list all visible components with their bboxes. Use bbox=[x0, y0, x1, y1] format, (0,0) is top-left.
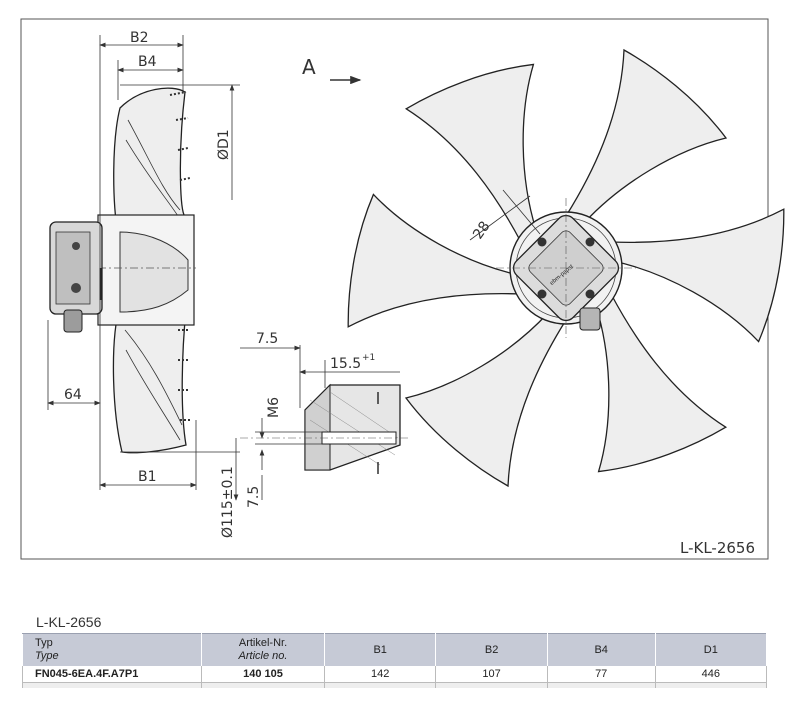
dim-15-5: 15.5 bbox=[330, 356, 361, 372]
header-b4: B4 bbox=[546, 633, 656, 666]
header-type-de: Typ bbox=[35, 637, 53, 649]
cell-article: 140 105 bbox=[201, 666, 325, 683]
dim-7-5-side: 7.5 bbox=[246, 486, 262, 508]
dim-115: Ø115±0.1 bbox=[220, 466, 236, 538]
header-type: Typ Type bbox=[22, 633, 202, 666]
svg-text:A: A bbox=[302, 55, 316, 79]
cell-d1: 446 bbox=[654, 666, 768, 683]
view-arrow: A bbox=[302, 55, 362, 85]
header-b1: B1 bbox=[323, 633, 437, 666]
cell-b1: 142 bbox=[323, 666, 437, 683]
dim-b4: B4 bbox=[138, 54, 157, 70]
side-view: B2 B4 ØD1 B1 64 bbox=[47, 30, 240, 490]
table-header-row: Typ Type Artikel-Nr. Article no. B1 B2 B… bbox=[22, 633, 768, 666]
cell-b4: 77 bbox=[546, 666, 656, 683]
dim-64: 64 bbox=[64, 387, 82, 403]
table-spacer-row bbox=[22, 682, 768, 688]
mounting-detail: 7.5 15.5 +1 M6 Ø115±0.1 7.5 bbox=[220, 331, 410, 538]
drawing-number: L-KL-2656 bbox=[680, 539, 755, 557]
spec-table: Typ Type Artikel-Nr. Article no. B1 B2 B… bbox=[22, 633, 768, 688]
table-row: FN045-6EA.4F.A7P1 140 105 142 107 77 446 bbox=[22, 666, 768, 683]
header-article-en: Article no. bbox=[238, 650, 288, 662]
dim-m6: M6 bbox=[266, 397, 282, 418]
cell-b2: 107 bbox=[435, 666, 548, 683]
header-d1: D1 bbox=[654, 633, 768, 666]
dim-d1: ØD1 bbox=[216, 129, 232, 160]
table-caption: L-KL-2656 bbox=[36, 614, 102, 630]
front-view: ebm-papst bbox=[296, 19, 794, 517]
dim-7-5-top: 7.5 bbox=[256, 331, 278, 347]
header-article: Artikel-Nr. Article no. bbox=[201, 633, 325, 666]
header-type-en: Type bbox=[35, 650, 59, 662]
cell-type: FN045-6EA.4F.A7P1 bbox=[22, 666, 202, 683]
dim-15-5-tolerance: +1 bbox=[362, 353, 375, 363]
dim-b2: B2 bbox=[130, 30, 149, 46]
header-b2: B2 bbox=[435, 633, 548, 666]
dim-b1: B1 bbox=[138, 469, 157, 485]
technical-drawing: B2 B4 ØD1 B1 64 A ebm-papst bbox=[20, 18, 794, 560]
header-article-de: Artikel-Nr. bbox=[238, 637, 288, 649]
dim-28: 28 bbox=[470, 219, 493, 243]
